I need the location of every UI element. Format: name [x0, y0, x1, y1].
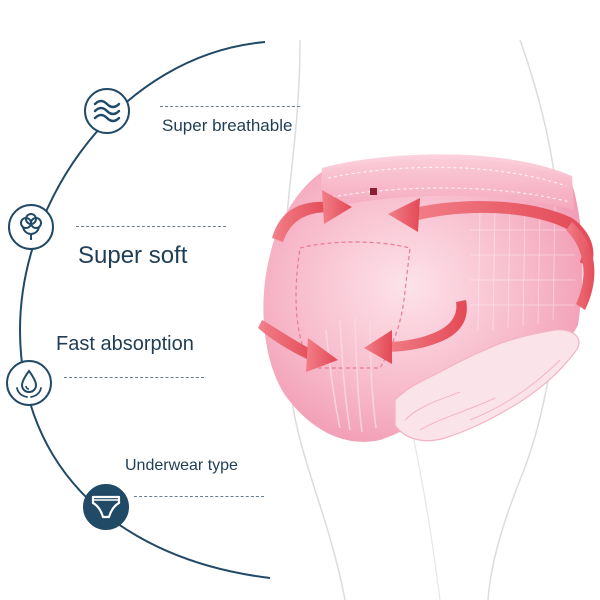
leg-cuff-ruffle — [394, 329, 580, 442]
underwear-icon — [91, 495, 121, 519]
product-waistband — [320, 154, 574, 210]
feature-icon-absorption — [6, 360, 52, 406]
waves-icon — [93, 99, 121, 123]
cotton-icon — [20, 213, 42, 240]
feature-divider-breathable — [160, 106, 300, 107]
airflow-arrows — [258, 190, 595, 372]
body-outline-inner — [409, 419, 441, 600]
droplet-icon — [16, 369, 42, 398]
feature-label-breathable: Super breathable — [162, 116, 293, 135]
timeline-arc — [18, 41, 271, 579]
feature-icon-underwear — [83, 484, 129, 530]
feature-icon-soft — [8, 204, 54, 250]
feature-divider-underwear — [134, 496, 264, 497]
feature-label-absorption: Fast absorption — [56, 333, 194, 355]
feature-icon-breathable — [84, 88, 130, 134]
feature-divider-soft — [76, 226, 226, 227]
feature-divider-absorption — [64, 377, 204, 378]
feature-label-soft: Super soft — [78, 242, 188, 269]
feature-label-underwear: Underwear type — [125, 457, 238, 474]
